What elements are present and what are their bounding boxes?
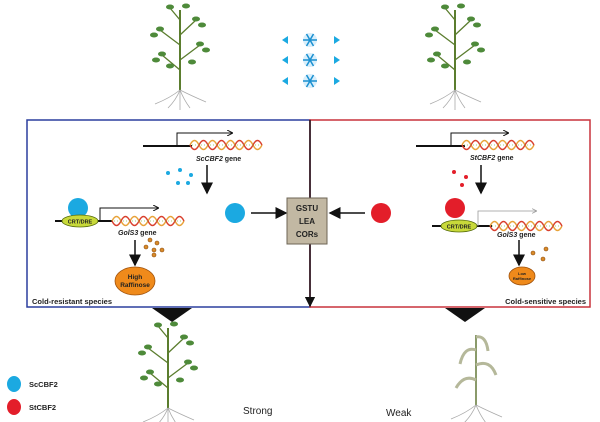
crt-dre-element — [440, 219, 478, 233]
svg-text:GolS3 gene: GolS3 gene — [497, 232, 536, 239]
sccbf2-protein-icon — [68, 198, 88, 218]
svg-text:CORs: CORs — [296, 230, 319, 239]
species-label-resistant: Cold-resistant species — [32, 297, 112, 306]
outcome-strong: Strong — [243, 406, 272, 417]
outcome-weak: Weak — [386, 408, 412, 419]
sccbf2-protein-icon — [225, 203, 245, 223]
svg-text:GolS3 gene: GolS3 gene — [118, 230, 157, 237]
plant-wilted-icon — [449, 333, 504, 422]
left-panel-content: ScCBF2 gene CRT/DRE GolS3 gene High Raff… — [32, 133, 288, 306]
svg-text:Raffinose: Raffinose — [120, 282, 150, 289]
legend-sccbf2-swatch — [7, 376, 21, 392]
svg-text:StCBF2: StCBF2 — [29, 403, 56, 412]
high-raffinose-node — [114, 266, 156, 296]
right-panel-content: StCBF2 gene CRT/DRE GolS3 gene Low Raffi… — [328, 133, 586, 306]
plant-healthy-icon — [149, 2, 211, 111]
legend-stcbf2-swatch — [7, 399, 21, 415]
down-arrow-icon — [445, 308, 485, 322]
stcbf2-protein-icon — [371, 203, 391, 223]
low-raffinose-node — [508, 266, 536, 286]
cold-snowflake-icons — [282, 32, 340, 89]
svg-text:GSTU: GSTU — [296, 204, 318, 213]
plant-healthy-icon — [137, 320, 199, 422]
legend: ScCBF2 StCBF2 — [7, 376, 58, 415]
svg-text:Raffinose: Raffinose — [513, 276, 532, 281]
svg-text:LEA: LEA — [299, 217, 315, 226]
svg-text:Low: Low — [518, 271, 527, 276]
svg-text:CRT/DRE: CRT/DRE — [68, 220, 93, 226]
down-arrow-icon — [152, 308, 192, 322]
svg-text:High: High — [128, 274, 142, 281]
target-genes-box: GSTU LEA CORs — [286, 197, 328, 245]
svg-text:CRT/DRE: CRT/DRE — [447, 225, 472, 231]
svg-text:StCBF2 gene: StCBF2 gene — [470, 155, 514, 162]
plant-healthy-icon — [424, 2, 486, 111]
svg-text:ScCBF2: ScCBF2 — [29, 380, 58, 389]
stcbf2-protein-icon — [445, 198, 465, 218]
svg-text:ScCBF2 gene: ScCBF2 gene — [196, 156, 241, 163]
crt-dre-element — [61, 214, 99, 228]
species-label-sensitive: Cold-sensitive species — [505, 297, 586, 306]
gene-name: ScCBF2 — [196, 156, 223, 163]
